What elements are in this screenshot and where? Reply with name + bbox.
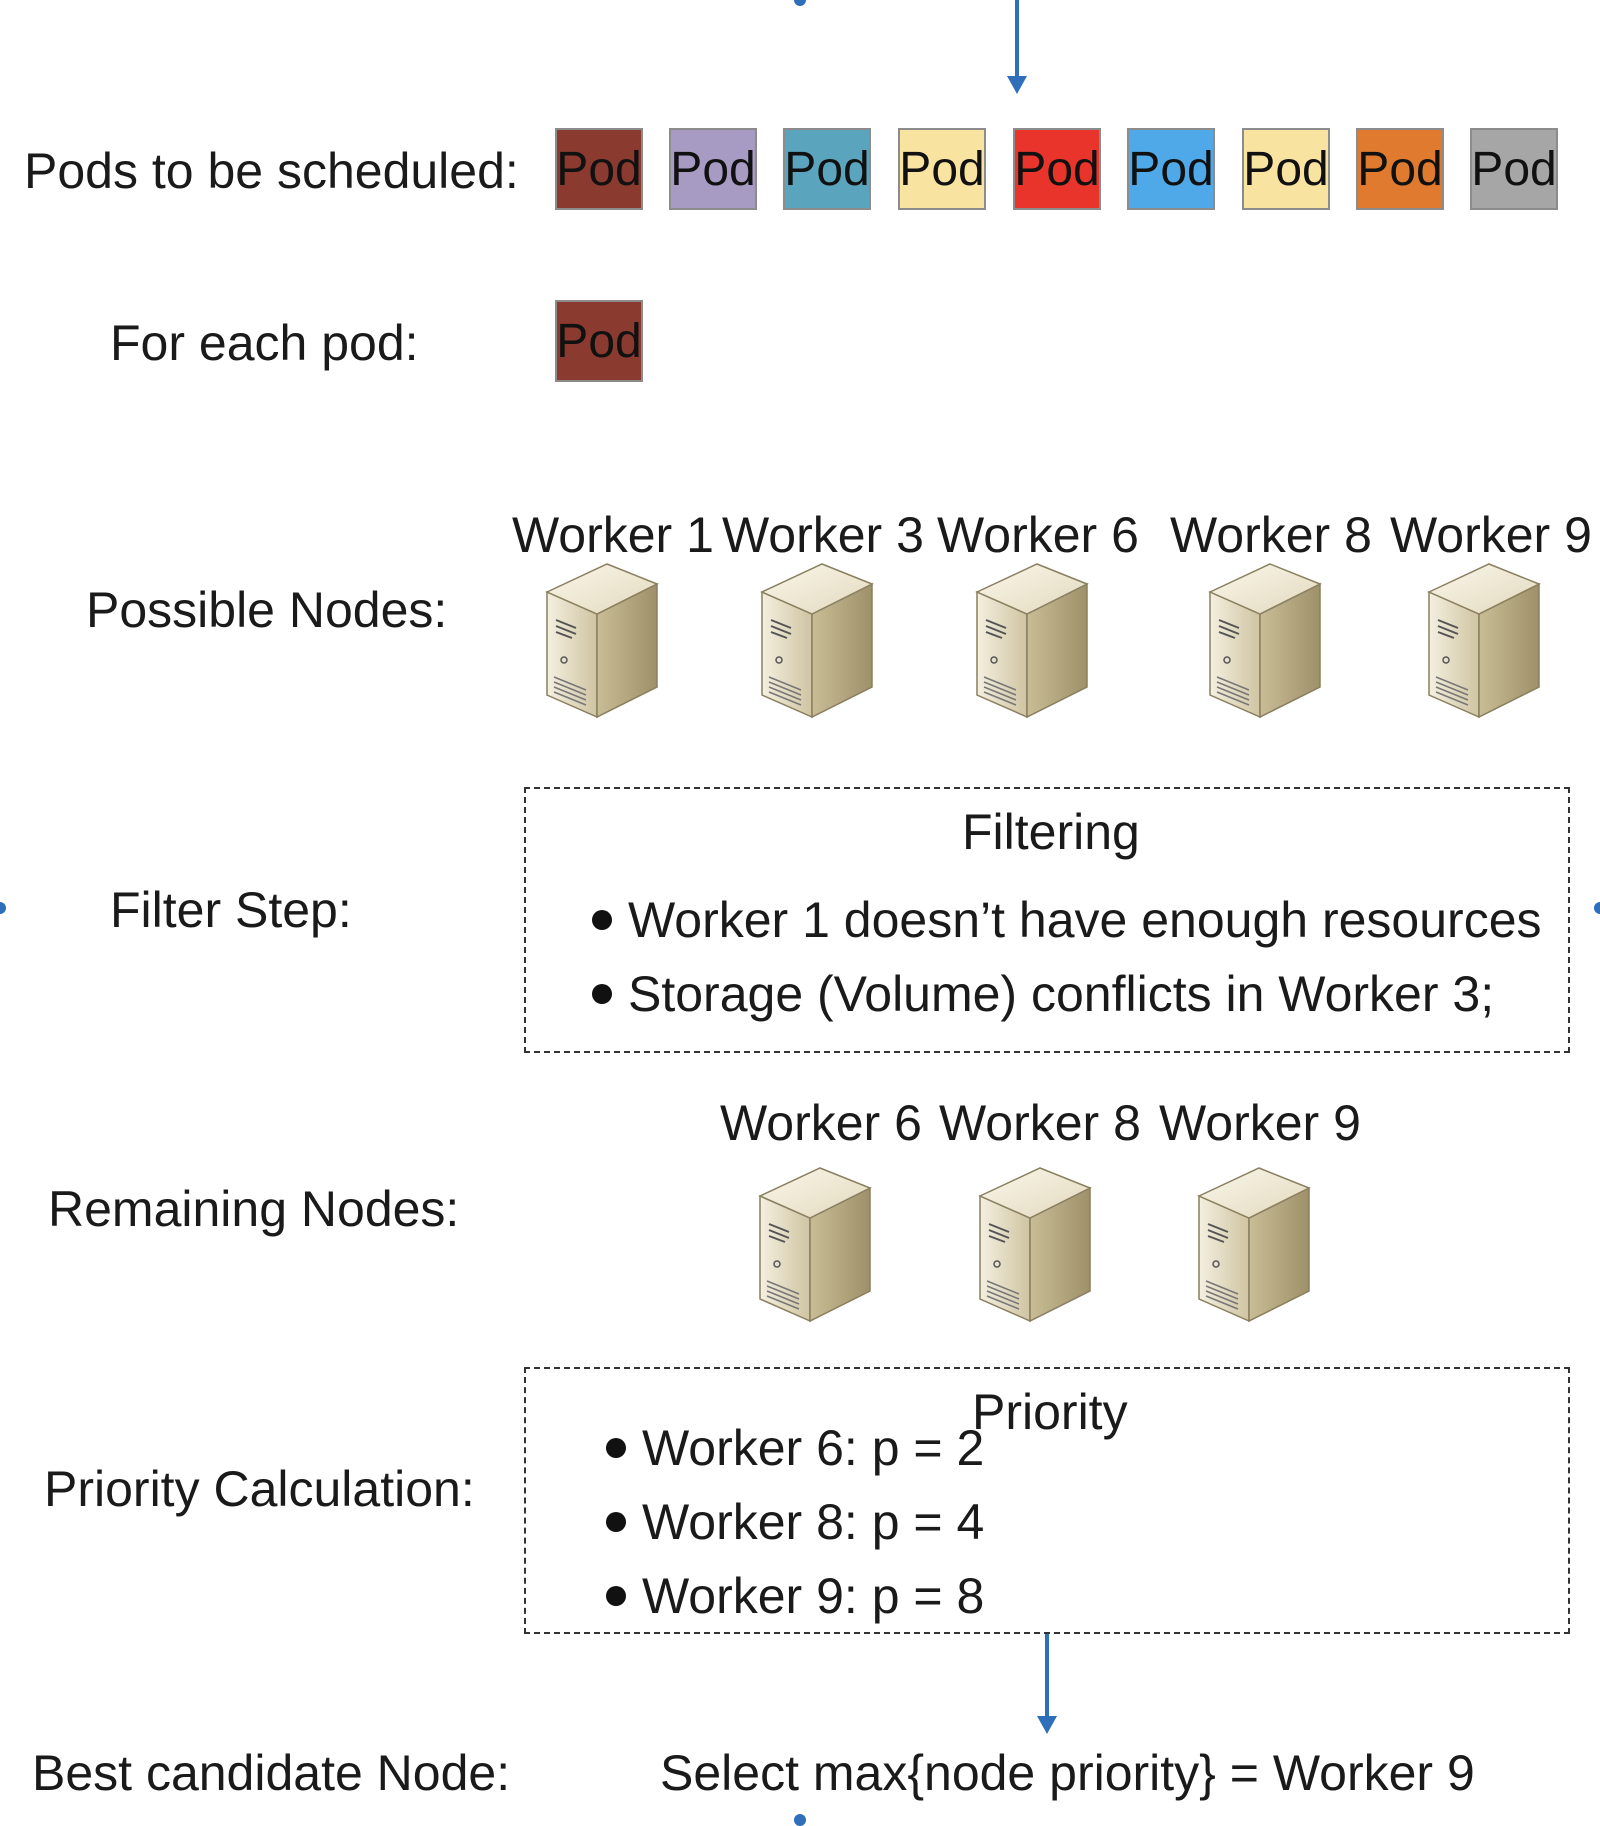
filter-item-text: Storage (Volume) conflicts in Worker 3;: [628, 966, 1495, 1022]
pod-chip: Pod: [669, 128, 757, 210]
bullet-dot: [592, 983, 612, 1004]
priority-item: Worker 9: p = 8: [606, 1571, 984, 1621]
pod-chip: Pod: [1127, 128, 1215, 210]
filter-item-text: Worker 1 doesn’t have enough resources: [628, 892, 1542, 948]
worker-name: Worker 6: [937, 507, 1139, 563]
worker-name: Worker 3: [722, 507, 924, 563]
priority-item-text: Worker 8: p = 4: [642, 1494, 985, 1550]
connector-handle-top: [794, 0, 806, 6]
server-icon: [1424, 562, 1544, 722]
filtering-title: Filtering: [962, 804, 1140, 860]
worker-name: Worker 6: [720, 1095, 922, 1151]
bullet-dot: [606, 1511, 626, 1532]
arrow-down-icon: [1007, 76, 1027, 94]
priority-item: Worker 8: p = 4: [606, 1497, 984, 1547]
server-icon: [975, 1166, 1095, 1326]
result-text: Select max{node priority} = Worker 9: [660, 1745, 1475, 1801]
bullet-dot: [592, 909, 612, 930]
bullet-dot: [606, 1585, 626, 1606]
worker-name: Worker 9: [1159, 1095, 1361, 1151]
filtering-box: Filtering Worker 1 doesn’t have enough r…: [524, 787, 1570, 1053]
pod-chip: Pod: [898, 128, 986, 210]
filter-step-label: Filter Step:: [110, 882, 352, 938]
for-each-pod-label: For each pod:: [110, 315, 419, 371]
priority-item-text: Worker 6: p = 2: [642, 1420, 985, 1476]
server-icon: [757, 562, 877, 722]
priority-item-text: Worker 9: p = 8: [642, 1568, 985, 1624]
filter-item: Worker 1 doesn’t have enough resources: [592, 895, 1542, 945]
arrow-down-icon: [1037, 1716, 1057, 1734]
server-icon: [755, 1166, 875, 1326]
pod-chip: Pod: [1356, 128, 1444, 210]
worker-name: Worker 1: [512, 507, 714, 563]
remaining-nodes-label: Remaining Nodes:: [48, 1181, 460, 1237]
worker-name: Worker 8: [1170, 507, 1372, 563]
server-icon: [1194, 1166, 1314, 1326]
result-arrow-line: [1045, 1634, 1049, 1720]
connector-handle-left: [0, 902, 6, 914]
priority-calculation-label: Priority Calculation:: [44, 1461, 475, 1517]
pod-chip: Pod: [1242, 128, 1330, 210]
server-icon: [972, 562, 1092, 722]
worker-name: Worker 9: [1390, 507, 1592, 563]
pods-to-schedule-label: Pods to be scheduled:: [24, 143, 519, 199]
connector-handle-right: [1594, 902, 1600, 914]
server-icon: [1205, 562, 1325, 722]
possible-nodes-label: Possible Nodes:: [86, 582, 448, 638]
connector-handle-bottom: [794, 1814, 806, 1826]
priority-title: Priority: [972, 1384, 1128, 1440]
best-candidate-label: Best candidate Node:: [32, 1745, 511, 1801]
bullet-dot: [606, 1437, 626, 1458]
priority-box: Priority Worker 6: p = 2 Worker 8: p = 4…: [524, 1367, 1570, 1634]
pod-chip: Pod: [1470, 128, 1558, 210]
priority-item: Worker 6: p = 2: [606, 1423, 984, 1473]
filter-item: Storage (Volume) conflicts in Worker 3;: [592, 969, 1494, 1019]
top-arrow-line: [1015, 0, 1019, 78]
worker-name: Worker 8: [939, 1095, 1141, 1151]
current-pod: Pod: [555, 300, 643, 382]
pod-chip: Pod: [555, 128, 643, 210]
pod-chip: Pod: [1013, 128, 1101, 210]
server-icon: [542, 562, 662, 722]
pod-chip: Pod: [783, 128, 871, 210]
